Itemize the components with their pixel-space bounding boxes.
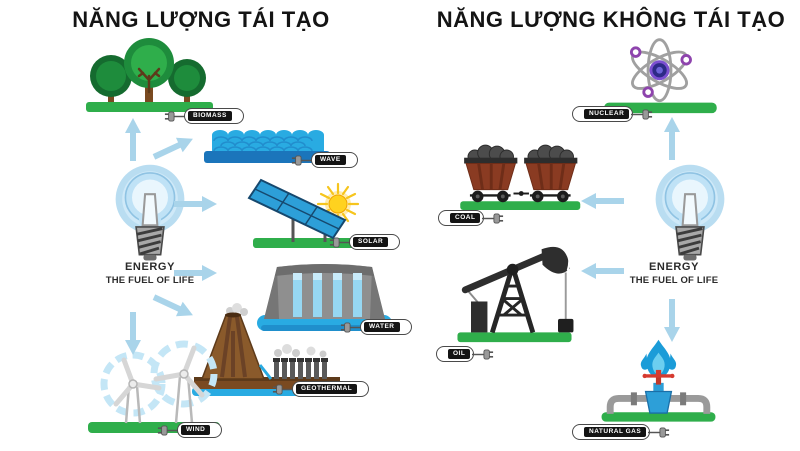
- plug-icon: [329, 236, 351, 248]
- plug-icon: [340, 321, 362, 333]
- plug-icon: [631, 108, 653, 120]
- plug-icon: [272, 383, 294, 395]
- label-pill: COAL: [438, 209, 485, 227]
- plug-icon: [472, 348, 494, 360]
- biomass-group: [82, 36, 217, 118]
- oil-group: [442, 226, 587, 347]
- label-pill: SOLAR: [349, 233, 401, 251]
- arrow-to-nuclear: [663, 116, 681, 162]
- oil-pump-icon: [457, 246, 574, 343]
- natural-gas-label-text: NATURAL GAS: [584, 426, 647, 438]
- arrow-to-geothermal: [148, 288, 197, 324]
- oil-label-text: OIL: [448, 348, 471, 360]
- label-pill: WATER: [360, 318, 412, 336]
- solar-group: [247, 176, 365, 252]
- energy-text: ENERGY: [648, 261, 700, 273]
- geothermal-label: GEOTHERMAL: [272, 380, 370, 398]
- plug-icon: [648, 426, 670, 438]
- arrow-to-biomass: [124, 117, 142, 163]
- arrow-to-oil: [580, 262, 626, 280]
- left-title: NĂNG LƯỢNG TÁI TẠO: [72, 7, 330, 32]
- fuel-of-life-text: THE FUEL OF LIFE: [105, 274, 195, 286]
- plug-icon: [482, 212, 504, 224]
- fuel-of-life-text: THE FUEL OF LIFE: [629, 274, 719, 286]
- arrow-to-coal: [580, 192, 626, 210]
- coal-label: COAL: [438, 209, 504, 227]
- right-bulb-group: [645, 163, 735, 263]
- oil-label: OIL: [436, 345, 494, 363]
- nuclear-group: [600, 34, 720, 116]
- water-label: WATER: [340, 318, 412, 336]
- solar-panel-icon: [247, 178, 360, 248]
- gas-valve-flame-icon: [601, 339, 716, 422]
- arrow-to-natural-gas: [663, 297, 681, 343]
- label-pill: OIL: [436, 345, 475, 363]
- water-label-text: WATER: [364, 321, 400, 333]
- biomass-label: BIOMASS: [164, 107, 244, 125]
- arrow-to-wave: [148, 130, 197, 166]
- plug-icon: [157, 424, 179, 436]
- label-pill: BIOMASS: [184, 107, 244, 125]
- coal-carts-icon: [460, 144, 581, 210]
- geothermal-label-text: GEOTHERMAL: [296, 383, 358, 395]
- solar-label-text: SOLAR: [353, 236, 389, 248]
- label-pill: WAVE: [311, 151, 358, 169]
- label-pill: GEOTHERMAL: [292, 380, 370, 398]
- left-bulb-caption: ENERGY THE FUEL OF LIFE: [75, 261, 225, 287]
- right-bulb-caption: ENERGY THE FUEL OF LIFE: [599, 261, 749, 287]
- wave-label: WAVE: [291, 151, 358, 169]
- nuclear-label: NUCLEAR: [572, 105, 653, 123]
- left-bulb-group: [105, 163, 195, 263]
- arrow-to-water: [172, 264, 218, 282]
- light-bulb-icon: [115, 164, 185, 261]
- natural-gas-label: NATURAL GAS: [572, 423, 670, 441]
- label-pill: WIND: [177, 421, 223, 439]
- light-bulb-icon: [655, 164, 725, 261]
- right-title: NĂNG LƯỢNG KHÔNG TÁI TẠO: [436, 7, 786, 32]
- biomass-label-text: BIOMASS: [188, 110, 232, 122]
- natural-gas-group: [598, 338, 719, 426]
- wave-label-text: WAVE: [315, 154, 346, 166]
- label-pill: NATURAL GAS: [572, 423, 651, 441]
- nuclear-label-text: NUCLEAR: [584, 108, 630, 120]
- arrow-to-solar: [172, 195, 218, 213]
- wind-label-text: WIND: [181, 424, 211, 436]
- plug-icon: [164, 110, 186, 122]
- coal-group: [438, 144, 588, 214]
- solar-label: SOLAR: [329, 233, 401, 251]
- atom-icon: [604, 38, 717, 114]
- wind-label: WIND: [157, 421, 223, 439]
- coal-label-text: COAL: [450, 212, 481, 224]
- energy-text: ENERGY: [124, 261, 176, 273]
- biomass-trees-icon: [86, 38, 213, 112]
- label-pill: NUCLEAR: [572, 105, 634, 123]
- plug-icon: [291, 154, 313, 166]
- arrow-to-wind: [124, 310, 142, 356]
